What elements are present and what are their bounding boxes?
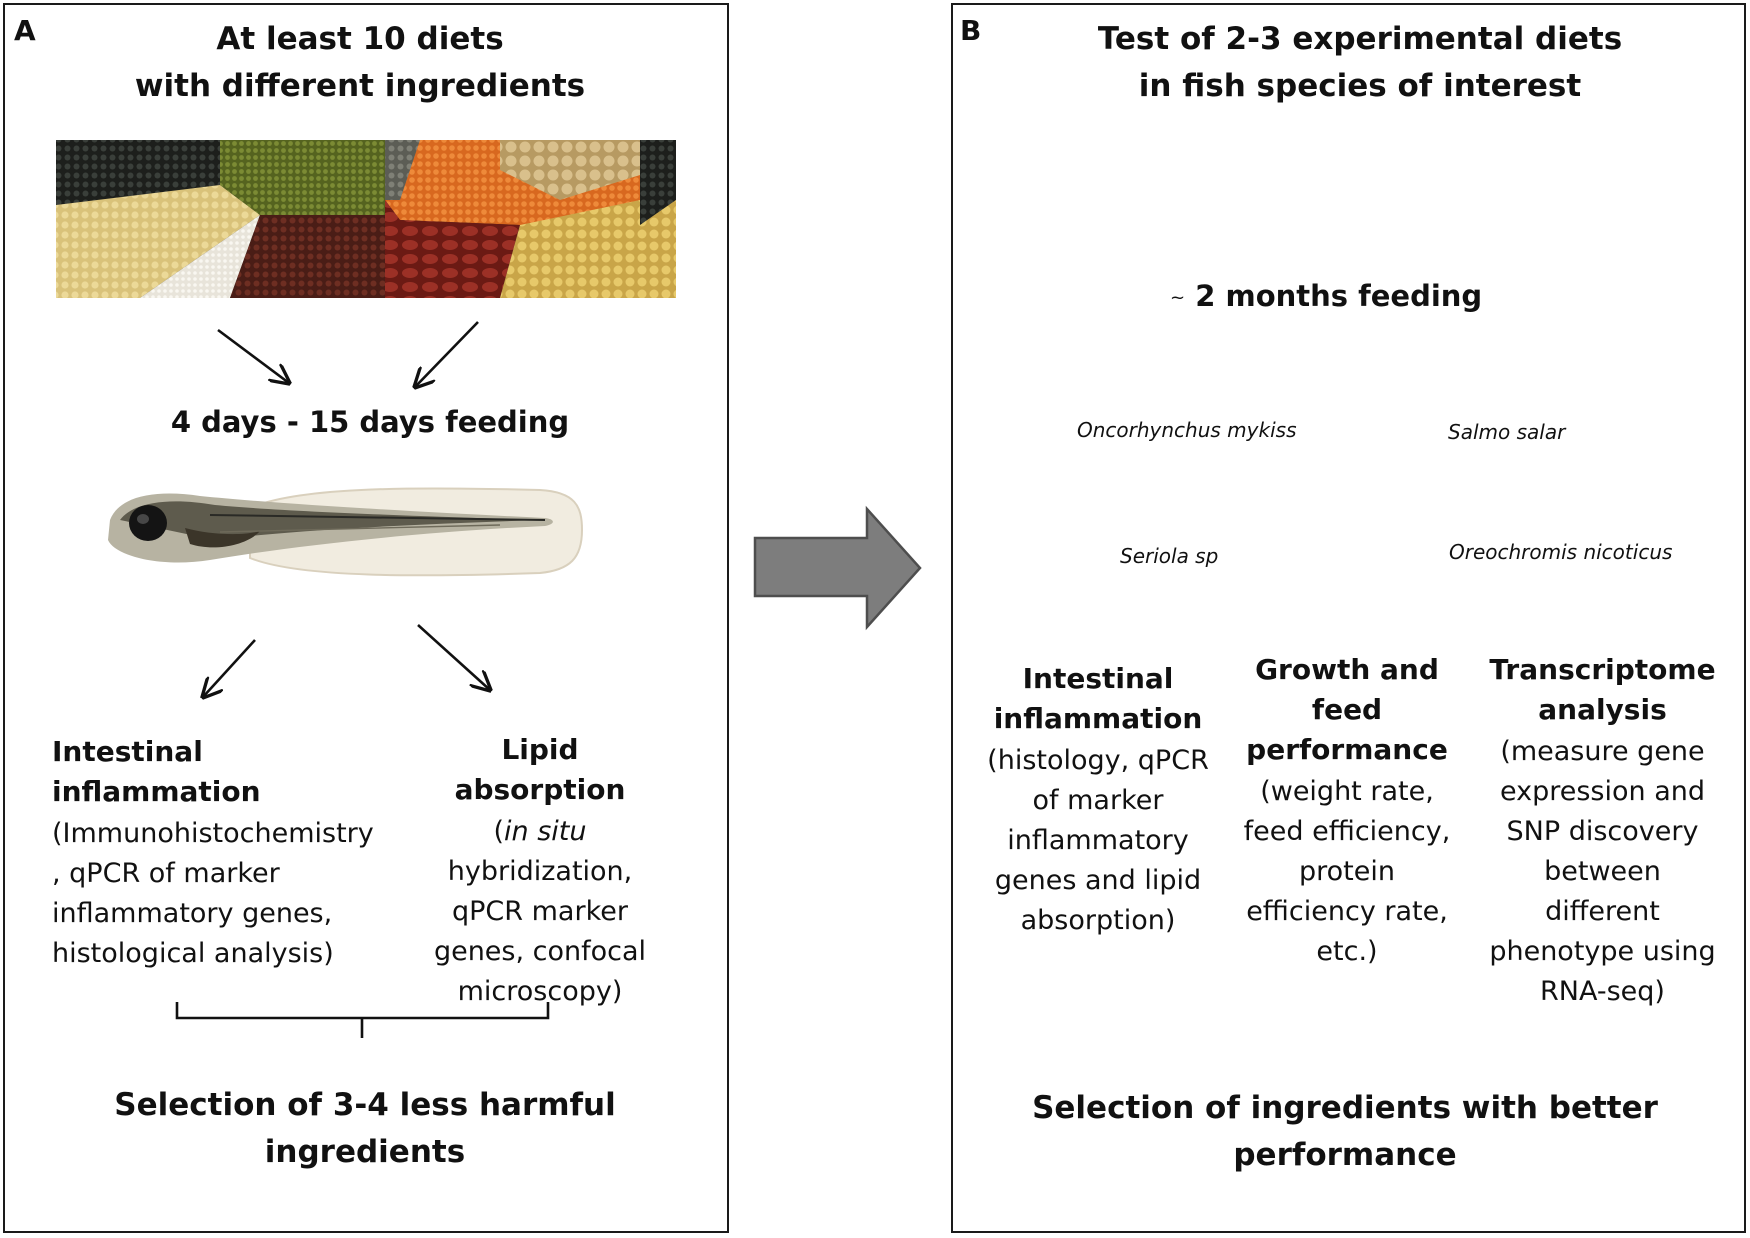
col2-title-line: performance — [1246, 733, 1448, 766]
col2-line: feed efficiency, — [1243, 816, 1451, 847]
col1-line: of marker — [1032, 785, 1164, 816]
species-label: Salmo salar — [1448, 420, 1566, 444]
col2-title-line: feed — [1311, 693, 1383, 726]
panel-b-label: B — [960, 14, 982, 47]
panel-a-inflammation-line: (Immunohistochemistry — [52, 818, 374, 849]
panel-a-lipid-line: hybridization, — [447, 856, 633, 887]
col3-line: different — [1545, 896, 1660, 927]
panel-a-label: A — [14, 14, 36, 47]
panel-a-inflammation-line: histological analysis) — [52, 938, 334, 969]
panel-b-title-line1: Test of 2-3 experimental diets — [1097, 21, 1623, 57]
panel-a-selection: Selection of 3-4 less harmful ingredient… — [40, 1082, 690, 1176]
col2-line: protein — [1299, 856, 1395, 887]
col3-line: expression and — [1499, 776, 1706, 807]
panel-b-selection-line1: Selection of ingredients with better — [1032, 1090, 1658, 1126]
panel-a-inflammation-line: inflammatory genes, — [52, 898, 333, 929]
panel-b-outcome-transcriptome: Transcriptome analysis (measure gene exp… — [1470, 650, 1735, 1012]
col3-line: (measure gene — [1500, 736, 1705, 767]
species-label: Oreochromis nicoticus — [1449, 540, 1673, 564]
col2-line: etc.) — [1316, 936, 1378, 967]
col1-title-line: inflammation — [993, 702, 1203, 735]
col2-line: efficiency rate, — [1246, 896, 1448, 927]
col2-line: (weight rate, — [1260, 776, 1434, 807]
panel-b-feeding: ~ 2 months feeding — [1170, 279, 1482, 313]
panel-a-outcome-inflammation-title: Intestinal inflammation — [52, 735, 261, 808]
panel-a-selection-line2: ingredients — [264, 1134, 466, 1170]
col3-line: phenotype using — [1489, 936, 1716, 967]
arrow-a-2 — [415, 321, 479, 387]
arrow-a-1 — [217, 328, 289, 383]
species-label: Oncorhynchus mykiss — [1077, 418, 1297, 442]
arrow-a-4 — [417, 624, 490, 690]
col3-line: between — [1544, 856, 1661, 887]
panel-b-outcome-inflammation: Intestinal inflammation (histology, qPCR… — [975, 659, 1221, 941]
col3-line: RNA-seq) — [1540, 976, 1665, 1007]
panel-a-selection-line1: Selection of 3-4 less harmful — [114, 1087, 616, 1123]
panel-a-outcome-lipid: Lipid absorption (in situ hybridization,… — [420, 730, 660, 1012]
panel-b-selection: Selection of ingredients with better per… — [1015, 1085, 1675, 1179]
panel-a-outcome-inflammation: Intestinal inflammation (Immunohistochem… — [52, 732, 398, 974]
col1-line: inflammatory — [1007, 825, 1189, 856]
species-label: Seriola sp — [1120, 544, 1219, 568]
col1-title-line: Intestinal — [1022, 662, 1174, 695]
panel-b-feeding-text: 2 months feeding — [1195, 279, 1483, 313]
panel-a-lipid-first-line: (in situ — [420, 812, 660, 852]
col1-line: (histology, qPCR — [987, 745, 1209, 776]
col1-line: absorption) — [1020, 905, 1176, 936]
panel-b — [951, 3, 1746, 1233]
feeding-tilde: ~ — [1170, 287, 1186, 309]
col1-line: genes and lipid — [994, 865, 1202, 896]
panel-transition-arrow — [753, 505, 922, 631]
panel-b-outcome-growth: Growth and feed performance (weight rate… — [1232, 650, 1462, 972]
panel-a-lipid-line: genes, confocal — [433, 936, 647, 967]
panel-a-title-line1: At least 10 diets — [216, 21, 504, 57]
lipid-open-paren: ( — [493, 816, 505, 847]
brace-a — [175, 1002, 550, 1038]
panel-a-lipid-line: qPCR marker — [452, 896, 628, 927]
panel-a-outcome-lipid-title: Lipid absorption — [454, 733, 626, 806]
arrow-a-3 — [203, 639, 256, 697]
panel-a-title-line2: with different ingredients — [134, 68, 586, 104]
col3-title-line: Transcriptome — [1489, 653, 1716, 686]
lipid-in-situ: in situ — [504, 816, 587, 847]
col2-title-line: Growth and — [1255, 653, 1439, 686]
panel-a-lipid-line: microscopy) — [457, 976, 623, 1007]
panel-a-feeding: 4 days - 15 days feeding — [170, 405, 570, 439]
panel-b-selection-line2: performance — [1233, 1137, 1457, 1173]
col3-line: SNP discovery — [1506, 816, 1699, 847]
col3-title-line: analysis — [1538, 693, 1667, 726]
panel-a-inflammation-line: , qPCR of marker — [52, 858, 280, 889]
panel-b-title-line2: in fish species of interest — [1138, 68, 1582, 104]
panel-b-title: Test of 2-3 experimental diets in fish s… — [1040, 16, 1680, 110]
panel-a-title: At least 10 diets with different ingredi… — [40, 16, 680, 110]
zebrafish-larva-image — [108, 487, 584, 577]
